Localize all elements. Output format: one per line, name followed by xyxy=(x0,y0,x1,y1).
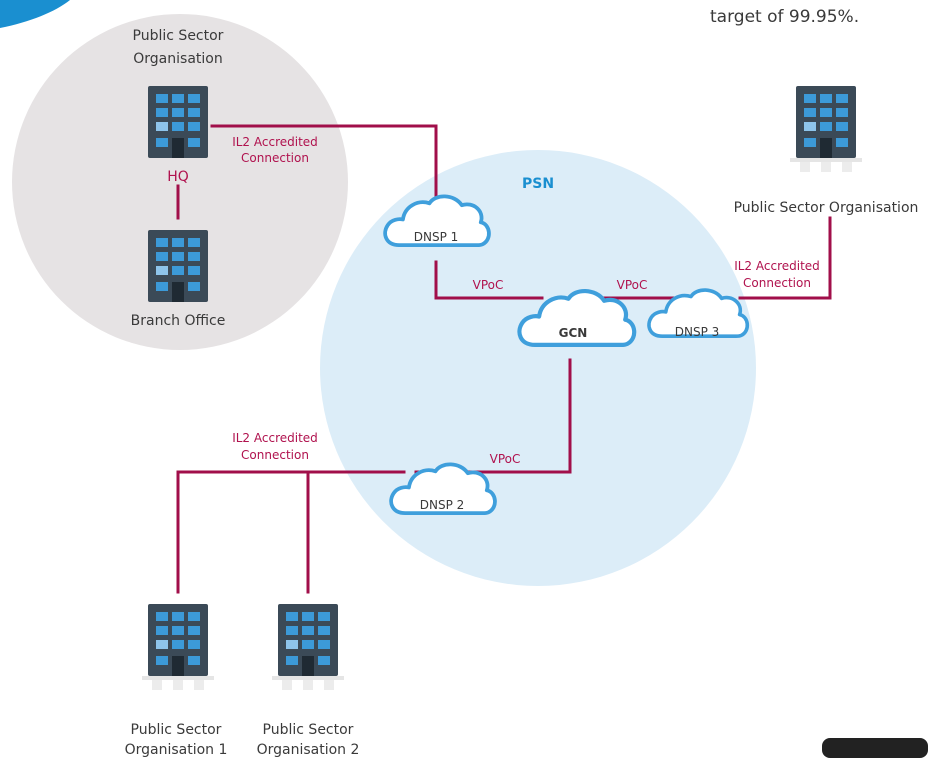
org1-label-line2: Organisation 1 xyxy=(125,742,228,758)
vpoc-label-1: VPoC xyxy=(473,278,504,292)
hq-building-icon xyxy=(148,86,208,158)
org2-building-icon xyxy=(272,604,344,690)
psn-label: PSN xyxy=(522,176,554,192)
il2-top-label-line1: IL2 Accredited xyxy=(232,135,318,149)
gcn-label: GCN xyxy=(559,326,588,340)
org1-label-line1: Public Sector xyxy=(131,722,222,738)
org-circle-label-line1: Public Sector xyxy=(133,28,224,44)
dnsp1-label: DNSP 1 xyxy=(414,230,459,244)
il2-top-label-line2: Connection xyxy=(241,151,309,165)
corner-text: target of 99.95%. xyxy=(710,7,859,27)
il2-bottom-label-line1: IL2 Accredited xyxy=(232,431,318,445)
vpoc-label-3: VPoC xyxy=(490,452,521,466)
branch-office-label: Branch Office xyxy=(131,313,226,329)
connection-lines xyxy=(176,124,832,594)
org-right-label: Public Sector Organisation xyxy=(734,200,919,216)
il2-right-label-line1: IL2 Accredited xyxy=(734,259,820,273)
dnsp3-label: DNSP 3 xyxy=(675,325,720,339)
dnsp2-label: DNSP 2 xyxy=(420,498,465,512)
il2-right-label-line2: Connection xyxy=(743,276,811,290)
hq-label: HQ xyxy=(167,169,189,185)
org1-building-icon xyxy=(142,604,214,690)
organisation-region xyxy=(12,14,348,350)
psn-region xyxy=(320,150,756,586)
vpoc-label-2: VPoC xyxy=(617,278,648,292)
corner-tab xyxy=(822,738,928,758)
il2-bottom-label-line2: Connection xyxy=(241,448,309,462)
org-right-building-icon xyxy=(790,86,862,172)
corner-decoration xyxy=(0,0,70,28)
branch-office-building-icon xyxy=(148,230,208,302)
org-circle-label-line2: Organisation xyxy=(133,51,222,67)
org2-label-line2: Organisation 2 xyxy=(257,742,360,758)
org2-label-line1: Public Sector xyxy=(263,722,354,738)
